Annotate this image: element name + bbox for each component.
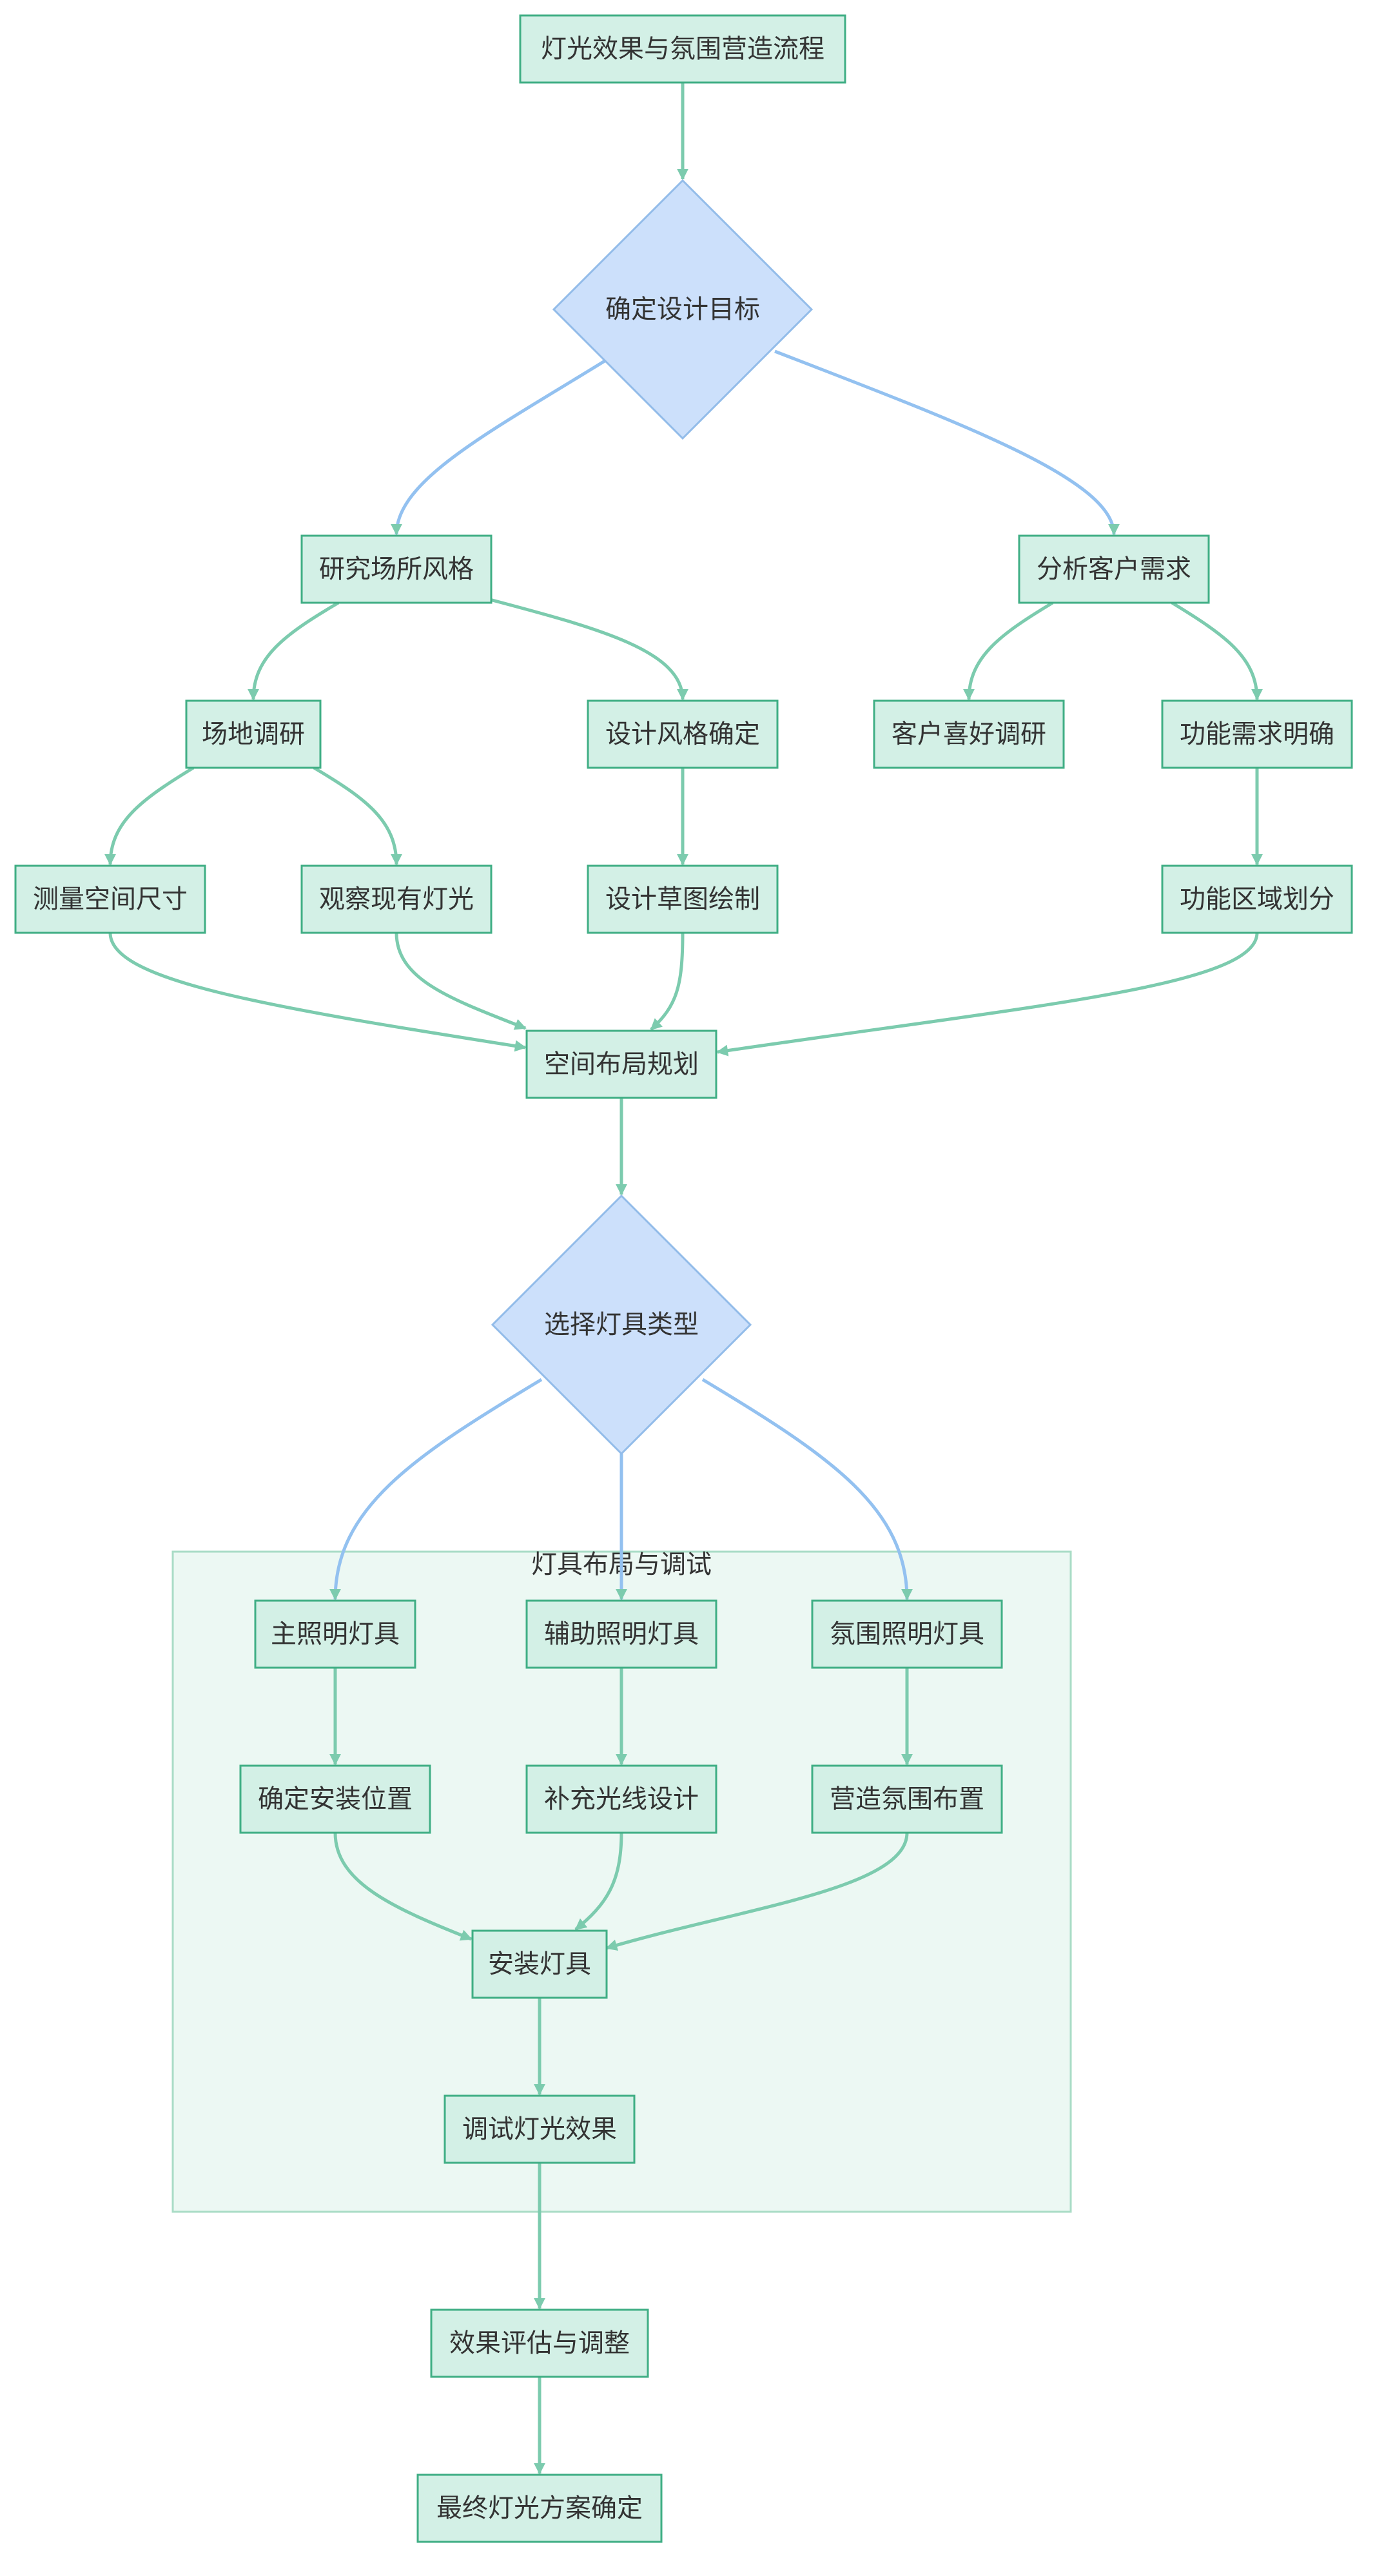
node-label: 确定安装位置 (258, 1784, 413, 1814)
process-box (471, 1929, 608, 1999)
decision-diamond (491, 1194, 752, 1456)
node-label: 场地调研 (202, 719, 305, 749)
process-box (525, 1764, 717, 1834)
edge-atmos-to-install (605, 1832, 909, 1951)
edge-measure-to-layout (108, 932, 527, 1052)
node-main: 主照明灯具 (254, 1599, 416, 1669)
edge-zones-to-layout (716, 932, 1259, 1057)
edge-style-to-site (248, 601, 340, 701)
node-style: 研究场所风格 (300, 534, 492, 604)
node-layout: 空间布局规划 (525, 1029, 717, 1099)
process-box (444, 2094, 636, 2164)
node-install: 安装灯具 (471, 1929, 608, 1999)
node-final: 最终灯光方案确定 (416, 2474, 663, 2543)
node-supplement: 补充光线设计 (525, 1764, 717, 1834)
node-label: 最终灯光方案确定 (436, 2493, 643, 2523)
edge-site-to-measure (104, 766, 195, 866)
node-label: 氛围照明灯具 (830, 1619, 984, 1649)
node-measure: 测量空间尺寸 (14, 864, 206, 934)
edge-observe-to-layout (395, 932, 527, 1030)
node-pref: 客户喜好调研 (873, 699, 1065, 769)
node-position: 确定安装位置 (239, 1764, 431, 1834)
node-label: 空间布局规划 (544, 1049, 699, 1079)
process-box (525, 1599, 717, 1669)
node-label: 观察现有灯光 (319, 884, 474, 914)
process-box (587, 699, 779, 769)
node-aux: 辅助照明灯具 (525, 1599, 717, 1669)
node-label: 营造氛围布置 (830, 1784, 984, 1814)
decision-diamond (552, 179, 814, 440)
process-box (873, 699, 1065, 769)
node-label: 调试灯光效果 (462, 2114, 617, 2144)
process-box (416, 2474, 663, 2543)
edge-site-to-observe (313, 766, 402, 866)
process-box (811, 1599, 1003, 1669)
process-box (430, 2308, 649, 2378)
node-label: 效果评估与调整 (449, 2328, 630, 2358)
node-client: 分析客户需求 (1018, 534, 1210, 604)
edge-fixture-to-main (329, 1378, 543, 1601)
node-label: 功能区域划分 (1180, 884, 1334, 914)
node-fixture: 选择灯具类型 (491, 1194, 752, 1456)
node-evaluate: 效果评估与调整 (430, 2308, 649, 2378)
node-site: 场地调研 (185, 699, 322, 769)
node-label: 设计风格确定 (605, 719, 760, 749)
node-atmos: 营造氛围布置 (811, 1764, 1003, 1834)
process-box (300, 534, 492, 604)
edge-client-to-func (1171, 601, 1263, 701)
node-label: 功能需求明确 (1180, 719, 1334, 749)
node-label: 测量空间尺寸 (33, 884, 188, 914)
node-zones: 功能区域划分 (1161, 864, 1353, 934)
process-box (811, 1764, 1003, 1834)
process-box (587, 864, 779, 934)
node-sketch: 设计草图绘制 (587, 864, 779, 934)
edge-fixture-to-ambient (701, 1378, 913, 1601)
edge-goal-to-client (774, 349, 1120, 536)
node-label: 设计草图绘制 (605, 884, 760, 914)
node-label: 分析客户需求 (1037, 554, 1191, 584)
node-label: 安装灯具 (488, 1949, 591, 1979)
process-box (254, 1599, 416, 1669)
node-func: 功能需求明确 (1161, 699, 1353, 769)
node-label: 客户喜好调研 (892, 719, 1046, 749)
process-box (525, 1029, 717, 1099)
process-box (239, 1764, 431, 1834)
edges (104, 83, 1263, 2475)
node-label: 主照明灯具 (271, 1619, 400, 1649)
node-label: 确定设计目标 (605, 295, 760, 324)
node-design_style: 设计风格确定 (587, 699, 779, 769)
edge-goal-to-style (391, 359, 606, 536)
process-box (14, 864, 206, 934)
process-box (1161, 864, 1353, 934)
edge-client-to-pref (963, 601, 1054, 701)
node-label: 研究场所风格 (319, 554, 474, 584)
node-label: 辅助照明灯具 (544, 1619, 699, 1649)
edge-sketch-to-layout (650, 932, 685, 1031)
process-box (185, 699, 322, 769)
edge-supplement-to-install (574, 1832, 623, 1931)
node-label: 灯光效果与氛围营造流程 (541, 34, 824, 64)
edge-position-to-install (333, 1832, 473, 1941)
node-ambient: 氛围照明灯具 (811, 1599, 1003, 1669)
node-debug: 调试灯光效果 (444, 2094, 636, 2164)
node-observe: 观察现有灯光 (300, 864, 492, 934)
process-box (519, 14, 846, 84)
node-start: 灯光效果与氛围营造流程 (519, 14, 846, 84)
node-label: 补充光线设计 (544, 1784, 699, 1814)
edge-style-to-design_style (489, 598, 688, 701)
node-goal: 确定设计目标 (552, 179, 814, 440)
node-label: 选择灯具类型 (544, 1310, 699, 1340)
process-box (1018, 534, 1210, 604)
process-box (1161, 699, 1353, 769)
process-box (300, 864, 492, 934)
